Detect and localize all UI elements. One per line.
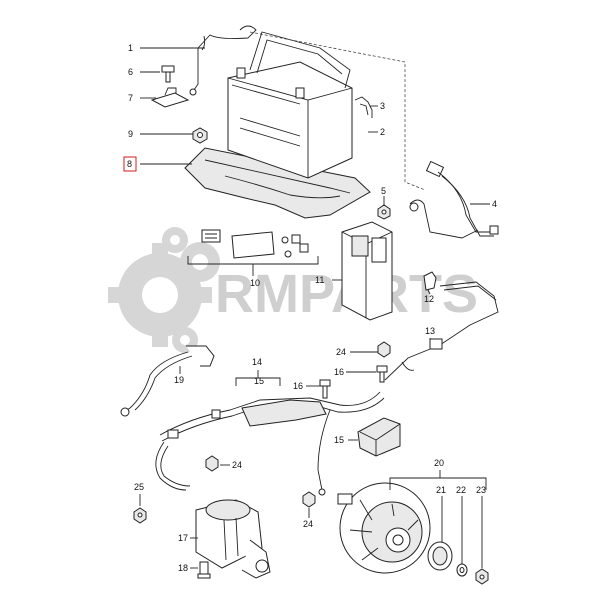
callout-15-bracket[interactable]: 15: [334, 435, 344, 445]
callout-21[interactable]: 21: [436, 485, 446, 495]
callout-24-mid[interactable]: 24: [232, 460, 242, 470]
battery: [227, 31, 353, 179]
pulley-21-icon: [427, 541, 453, 571]
callout-2[interactable]: 2: [380, 127, 385, 137]
selected-callout-highlight: [123, 156, 137, 172]
leader-lines: [139, 47, 490, 569]
parts-10-group: [187, 229, 319, 276]
nut-9-icon: [192, 127, 208, 144]
callout-9[interactable]: 9: [128, 129, 133, 139]
callout-labels: 1 6 7 9 8 3 2 5 4 10 11 12 13 14 15 19 2…: [127, 43, 497, 573]
gear-watermark-icon: [108, 227, 220, 353]
cable-19: [120, 345, 215, 417]
callout-20[interactable]: 20: [434, 458, 444, 468]
cable-13: [384, 281, 499, 381]
callout-11[interactable]: 11: [315, 275, 324, 285]
callout-4[interactable]: 4: [492, 199, 497, 209]
nut-24-icon: [205, 341, 391, 508]
callout-25[interactable]: 25: [134, 482, 144, 492]
nut-25-icon: [133, 507, 147, 524]
washer-22-icon: [456, 563, 468, 577]
callout-3[interactable]: 3: [380, 101, 385, 111]
terminal-3-icon: [354, 96, 373, 118]
callout-24-bottom[interactable]: 24: [303, 519, 313, 529]
callout-16-right[interactable]: 16: [334, 367, 344, 377]
bracket-15: [357, 417, 401, 457]
nut-23-icon: [475, 568, 489, 585]
callout-13[interactable]: 13: [425, 326, 435, 336]
callout-6[interactable]: 6: [128, 67, 133, 77]
bolt-12-icon: [423, 271, 437, 291]
callout-14[interactable]: 14: [252, 357, 262, 367]
callout-17[interactable]: 17: [178, 533, 188, 543]
callout-7[interactable]: 7: [128, 93, 133, 103]
group-outline: [249, 31, 426, 191]
cable-4: [409, 160, 499, 239]
callout-18[interactable]: 18: [178, 563, 188, 573]
callout-19[interactable]: 19: [174, 375, 184, 385]
callout-10[interactable]: 10: [250, 278, 260, 288]
alternator-20: [337, 482, 431, 574]
callout-12[interactable]: 12: [424, 294, 434, 304]
callout-5[interactable]: 5: [381, 186, 386, 196]
callout-8[interactable]: 8: [127, 159, 132, 169]
bolt-18-icon: [197, 561, 211, 579]
bolt-16-icon: [319, 365, 388, 399]
bolt-6-icon: [161, 65, 175, 83]
callout-1[interactable]: 1: [128, 43, 133, 53]
callout-22[interactable]: 22: [456, 485, 466, 495]
callout-15-top[interactable]: 15: [254, 376, 264, 386]
nut-5-icon: [377, 204, 391, 220]
callout-23[interactable]: 23: [476, 485, 486, 495]
watermark: RMPARTS: [108, 227, 478, 353]
starter-17: [195, 499, 271, 579]
wiring-harness-14: [155, 391, 385, 496]
control-unit-11: [341, 221, 393, 321]
callout-16-left[interactable]: 16: [293, 381, 303, 391]
callout-24-top[interactable]: 24: [336, 347, 346, 357]
battery-cable-1: [189, 25, 257, 96]
clamp-7-icon: [150, 87, 190, 108]
